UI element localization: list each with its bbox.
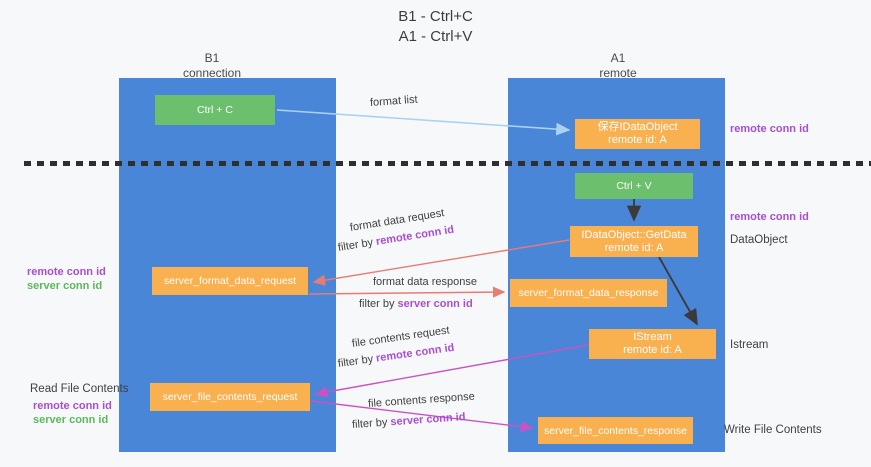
column-a1-name: A1 — [610, 51, 626, 65]
arrow-format-data-response — [308, 286, 506, 298]
title-line-2: A1 - Ctrl+V — [398, 28, 473, 45]
node-server-format-data-response: server_format_data_response — [510, 279, 667, 307]
filter-value-server-conn-id: server conn id — [397, 298, 473, 310]
filter-value-remote-conn-id: remote conn id — [375, 341, 456, 365]
node-save-idataobject-line1: 保存IDataObject — [597, 121, 678, 133]
annotation-read-file-contents: Read File Contents — [30, 383, 129, 395]
filter-value-server-conn-id: server conn id — [390, 411, 466, 429]
node-istream-line1: IStream — [633, 331, 672, 343]
annotation-istream: Istream — [730, 339, 769, 351]
annotation-left-remote-conn-1: remote conn id — [27, 266, 106, 278]
node-ctrl-v: Ctrl + V — [575, 173, 693, 199]
column-b1-name: B1 — [204, 51, 220, 65]
edge-label-format-data-response: format data response — [373, 276, 477, 288]
column-b1-role: connection — [182, 66, 242, 80]
node-idataobject-getdata-line1: IDataObject::GetData — [581, 228, 687, 241]
node-save-idataobject: 保存IDataObject remote id: A — [575, 119, 700, 149]
node-server-format-data-response-label: server_format_data_response — [518, 287, 659, 299]
node-ctrl-c: Ctrl + C — [155, 95, 275, 125]
node-server-file-contents-response-label: server_file_contents_response — [543, 424, 687, 437]
node-ctrl-v-label: Ctrl + V — [616, 180, 652, 192]
title-line-1: B1 - Ctrl+C — [398, 8, 473, 25]
node-idataobject-getdata-line2: remote id: A — [604, 241, 664, 254]
annotation-left-remote-conn-2: remote conn id — [33, 400, 112, 412]
node-istream-line2: remote id: A — [623, 344, 682, 356]
node-server-format-data-request-label: server_format_data_request — [164, 275, 296, 287]
annotation-dataobject: DataObject — [730, 234, 788, 246]
node-save-idataobject-line2: remote id: A — [608, 134, 667, 146]
annotation-left-server-conn-2: server conn id — [33, 414, 109, 426]
node-server-format-data-request: server_format_data_request — [152, 267, 308, 295]
node-server-file-contents-request-label: server_file_contents_request — [162, 391, 298, 403]
filter-prefix: filter by — [337, 352, 377, 370]
column-header-b1: B1 connection — [183, 51, 241, 81]
filter-prefix: filter by — [337, 236, 377, 254]
column-header-a1: A1 remote — [599, 51, 636, 81]
edge-label-file-contents-response: file contents response — [367, 390, 476, 410]
annotation-left-server-conn-1: server conn id — [27, 280, 103, 292]
node-idataobject-getdata: IDataObject::GetData remote id: A — [570, 226, 698, 257]
node-server-file-contents-request: server_file_contents_request — [150, 383, 310, 411]
node-server-file-contents-response: server_file_contents_response — [538, 417, 693, 444]
column-a1-role: remote — [599, 66, 637, 80]
edge-label-filter-server-conn-1: filter by server conn id — [359, 298, 473, 310]
filter-prefix: filter by — [351, 416, 391, 431]
edge-label-filter-server-conn-2: filter by server conn id — [352, 411, 466, 431]
annotation-remote-conn-id-top: remote conn id — [730, 123, 809, 135]
annotation-write-file-contents: Write File Contents — [724, 424, 822, 436]
node-ctrl-c-label: Ctrl + C — [197, 104, 233, 116]
diagram-title: B1 - Ctrl+C A1 - Ctrl+V — [0, 7, 871, 47]
dashed-separator — [24, 161, 871, 166]
node-istream: IStream remote id: A — [589, 329, 716, 359]
filter-prefix: filter by — [359, 298, 398, 310]
annotation-remote-conn-id-mid: remote conn id — [730, 211, 809, 223]
edge-label-format-list: format list — [369, 93, 418, 109]
